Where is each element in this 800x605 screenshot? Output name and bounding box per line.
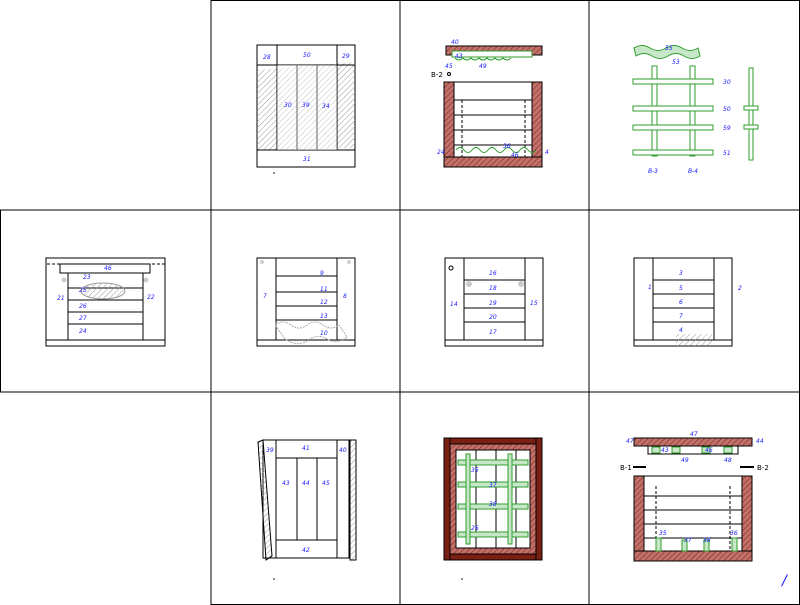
panel-strap-layout: 55 53 30 50 59 51 B-3 B-4 xyxy=(632,45,759,175)
panel-end-elevation-b: 16 18 14 15 19 20 17 xyxy=(444,257,544,347)
part-label: 27 xyxy=(79,315,87,322)
part-label: 39 xyxy=(266,447,274,454)
part-label: 9 xyxy=(320,270,324,277)
part-label: 47 xyxy=(626,438,634,445)
part-label: 47 xyxy=(690,431,698,438)
part-label: 17 xyxy=(489,329,497,336)
panel-side-elevation: 46 23 25 21 22 26 27 24 xyxy=(45,257,166,347)
part-label: 49 xyxy=(681,457,689,464)
part-label: 36 xyxy=(503,143,511,150)
part-label: 37 xyxy=(684,537,692,544)
part-label: 5 xyxy=(679,285,683,292)
part-label: 22 xyxy=(147,294,155,301)
part-label: 25 xyxy=(79,287,87,294)
part-label: 31 xyxy=(303,156,311,163)
part-label: 6 xyxy=(679,299,683,306)
part-label: 55 xyxy=(665,45,673,52)
corner-mark: / xyxy=(780,573,788,589)
part-label: 43 xyxy=(455,53,463,60)
panel-front-elevation: 28 50 29 30 39 34 31 xyxy=(256,44,356,174)
part-label: 49 xyxy=(479,63,487,70)
part-label: 20 xyxy=(489,314,497,321)
section-label: B-4 xyxy=(688,168,698,175)
part-label: 11 xyxy=(320,286,328,293)
part-label: 45 xyxy=(445,63,453,70)
part-label: 15 xyxy=(530,300,538,307)
part-label: 35 xyxy=(471,467,479,474)
part-label: 30 xyxy=(723,79,731,86)
part-label: 34 xyxy=(322,103,330,110)
panel-end-elevation-a: 9 11 7 8 12 13 10 xyxy=(256,257,356,347)
part-label: 28 xyxy=(263,54,271,61)
part-label: 7 xyxy=(679,313,683,320)
part-label: 42 xyxy=(302,547,310,554)
part-label: 24 xyxy=(79,328,87,335)
part-label: 29 xyxy=(342,53,350,60)
section-label: B-2 xyxy=(757,464,769,472)
part-label: 12 xyxy=(320,299,328,306)
part-label: 35 xyxy=(659,530,667,537)
part-label: 50 xyxy=(723,106,731,113)
part-label: 14 xyxy=(450,301,458,308)
panel-section-b1: 47 47 44 43 46 48 49 B-1 B-2 35 37 38 36… xyxy=(620,431,788,589)
part-label: 43 xyxy=(282,480,290,487)
section-label: B-1 xyxy=(620,464,632,472)
part-label: 24 xyxy=(437,149,445,156)
part-label: 4 xyxy=(679,327,683,334)
part-label: 44 xyxy=(302,480,310,487)
part-label: 16 xyxy=(489,270,497,277)
panel-end-elevation-c: 3 1 2 5 6 7 4 xyxy=(633,257,742,347)
part-label: 4 xyxy=(545,149,549,156)
part-label: 40 xyxy=(339,447,347,454)
part-label: 38 xyxy=(489,501,497,508)
part-label: 18 xyxy=(489,285,497,292)
part-label: 1 xyxy=(648,284,652,291)
part-label: 8 xyxy=(343,293,347,300)
part-label: 39 xyxy=(302,102,310,109)
part-label: 3 xyxy=(679,270,683,277)
part-label: 7 xyxy=(263,293,267,300)
panel-plan-section: 35 37 38 26 xyxy=(443,437,543,580)
part-label: 46 xyxy=(705,447,713,454)
part-label: 53 xyxy=(672,59,680,66)
part-label: 48 xyxy=(724,457,732,464)
part-label: 46 xyxy=(104,265,112,272)
part-label: 26 xyxy=(79,303,87,310)
part-label: 36 xyxy=(730,530,738,537)
section-label: B-3 xyxy=(648,168,658,175)
part-label: 40 xyxy=(451,39,459,46)
part-label: 21 xyxy=(57,295,65,302)
part-label: 26 xyxy=(471,525,479,532)
part-label: 30 xyxy=(284,102,292,109)
part-label: 10 xyxy=(320,330,328,337)
part-label: 38 xyxy=(703,537,711,544)
part-label: 46 xyxy=(511,152,519,159)
panel-lid-elevation: 39 41 40 43 44 45 42 xyxy=(257,439,357,580)
part-label: 59 xyxy=(723,125,731,132)
panel-section-b2: 40 43 45 49 B-2 24 36 46 4 xyxy=(431,39,549,168)
part-label: 43 xyxy=(661,447,669,454)
part-label: 50 xyxy=(303,52,311,59)
section-label: B-2 xyxy=(431,71,443,79)
part-label: 44 xyxy=(756,438,764,445)
part-label: 41 xyxy=(302,445,310,452)
part-label: 2 xyxy=(738,285,742,292)
part-label: 23 xyxy=(83,274,91,281)
part-label: 37 xyxy=(489,482,497,489)
part-label: 51 xyxy=(723,150,731,157)
part-label: 45 xyxy=(322,480,330,487)
part-label: 19 xyxy=(489,300,497,307)
part-label: 13 xyxy=(320,313,328,320)
